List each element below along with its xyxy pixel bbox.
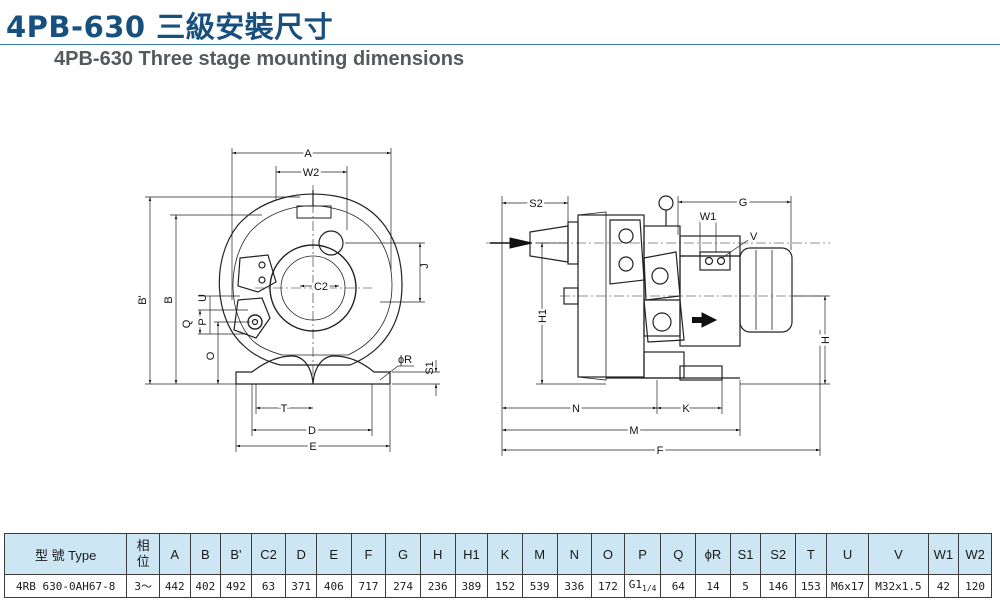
value-cell: 274 [385, 574, 421, 598]
value-cell: 492 [220, 574, 252, 598]
p-value: G1 [628, 578, 643, 592]
header-cell: B [189, 533, 222, 575]
header-phase: 相位 [126, 533, 160, 575]
header-cell: C2 [250, 533, 287, 575]
header-cell: T [795, 533, 827, 575]
dim-label-G: G [739, 197, 748, 209]
header-cell: Q [660, 533, 697, 575]
table-row: 4RB 630-0AH67-8 3〜 442 402 492 63 371 40… [3, 574, 992, 598]
page-subtitle: 4PB-630 Three stage mounting dimensions [54, 48, 465, 70]
value-cell: 402 [189, 574, 222, 598]
front-centerlines [255, 185, 372, 380]
dim-label-B: B [163, 296, 175, 303]
front-dimensions [145, 148, 440, 452]
value-cell: 539 [521, 574, 558, 598]
dim-label-H1: H1 [537, 309, 549, 323]
table-header-row: 型 號 Type 相位 A B B' C2 D E F G H H1 K M N… [3, 533, 992, 575]
phase-cell: 3〜 [126, 574, 160, 598]
value-cell: 42 [927, 574, 960, 598]
p-value-sub: 1/4 [642, 584, 657, 594]
dim-label-C2: C2 [314, 281, 328, 293]
value-cell: 5 [729, 574, 762, 598]
dim-label-A: A [304, 148, 312, 160]
dim-label-O: O [205, 351, 217, 360]
dim-label-J: J [419, 263, 431, 269]
header-cell: H [419, 533, 456, 575]
header-cell: ϕR [695, 533, 731, 575]
header-type: 型 號 Type [3, 533, 128, 575]
dimension-table: 型 號 Type 相位 A B B' C2 D E F G H H1 K M N… [3, 533, 992, 598]
header-cell: P [623, 533, 662, 575]
side-view [529, 195, 793, 381]
value-cell: 442 [158, 574, 191, 598]
value-cell: 371 [285, 574, 317, 598]
header-cell: V [868, 533, 929, 575]
header-cell: H1 [454, 533, 489, 575]
dim-label-T: T [281, 403, 288, 415]
header-cell: W1 [927, 533, 960, 575]
header-cell: E [315, 533, 352, 575]
value-cell-p: G11/4 [623, 574, 662, 598]
value-cell: 120 [958, 574, 992, 598]
dim-label-V: V [750, 231, 758, 243]
value-cell: 336 [556, 574, 593, 598]
header-cell: M [521, 533, 558, 575]
value-cell: M32x1.5 [868, 574, 929, 598]
dim-label-Q: Q [181, 319, 193, 328]
dim-label-H: H [820, 336, 832, 344]
dim-label-E: E [309, 441, 316, 453]
dim-label-S2: S2 [529, 198, 542, 210]
header-cell: U [825, 533, 870, 575]
dimension-drawing: A W2 C2 J B' B Q P U O T D E ϕR S1 [135, 146, 835, 460]
title-rule [0, 44, 1000, 45]
model-cell: 4RB 630-0AH67-8 [3, 574, 128, 598]
value-cell: 153 [795, 574, 827, 598]
dim-label-N: N [572, 403, 580, 415]
dim-label-S1: S1 [424, 361, 436, 374]
value-cell: 152 [487, 574, 523, 598]
dim-label-P: P [197, 318, 209, 325]
dim-label-D: D [308, 425, 316, 437]
page-title: 4PB-630 三級安裝尺寸 [6, 10, 334, 44]
header-cell: A [158, 533, 191, 575]
header-cell: S2 [760, 533, 797, 575]
front-view [218, 190, 403, 385]
header-cell: B' [220, 533, 252, 575]
value-cell: 14 [695, 574, 731, 598]
dim-label-W1: W1 [700, 211, 717, 223]
value-cell: 236 [419, 574, 456, 598]
flow-arrows [490, 237, 718, 328]
header-cell: G [385, 533, 421, 575]
value-cell: 717 [350, 574, 387, 598]
front-labels: A W2 C2 J B' B Q P U O T D E ϕR S1 [135, 146, 437, 456]
dim-label-W2: W2 [303, 167, 320, 179]
dim-label-U: U [197, 294, 209, 302]
value-cell: 63 [250, 574, 287, 598]
value-cell: M6x17 [825, 574, 870, 598]
side-labels: S2 G W1 V H1 H N K M F [527, 195, 835, 460]
value-cell: 389 [454, 574, 489, 598]
dim-label-M: M [629, 425, 638, 437]
value-cell: 146 [760, 574, 797, 598]
dim-label-K: K [682, 403, 690, 415]
dim-label-B-prime: B' [137, 295, 149, 304]
header-cell: K [487, 533, 523, 575]
dim-label-phiR: ϕR [398, 354, 412, 366]
header-cell: S1 [729, 533, 762, 575]
value-cell: 64 [660, 574, 697, 598]
header-cell: N [556, 533, 593, 575]
dim-label-F: F [657, 445, 664, 457]
header-cell: D [285, 533, 317, 575]
side-centerlines [486, 242, 830, 297]
side-dimensions [501, 196, 830, 456]
value-cell: 406 [315, 574, 352, 598]
header-cell: O [591, 533, 625, 575]
header-cell: F [350, 533, 387, 575]
header-cell: W2 [958, 533, 992, 575]
value-cell: 172 [591, 574, 625, 598]
